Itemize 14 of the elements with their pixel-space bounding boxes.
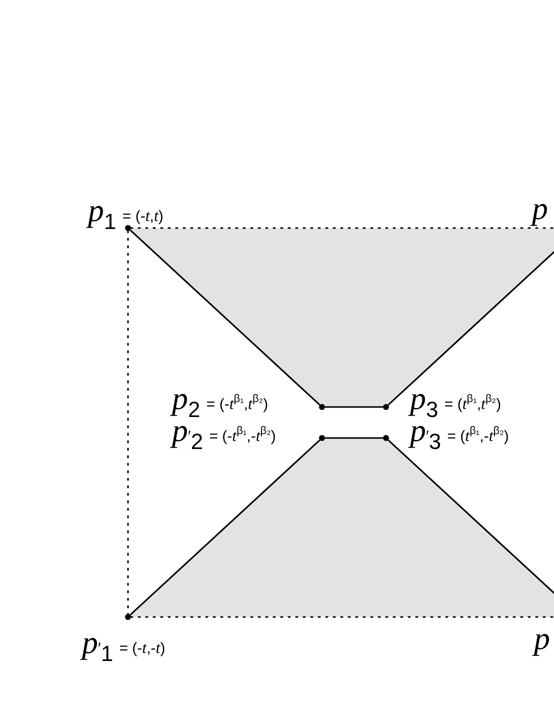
- point-marker: [319, 435, 325, 441]
- point-label: p$_{1}$ = (-t,t): [88, 194, 164, 236]
- point-marker: [125, 614, 131, 620]
- point-marker: [383, 435, 389, 441]
- point-label: p: [534, 622, 550, 658]
- point-label: p: [532, 192, 548, 228]
- line-segment: [325, 437, 383, 439]
- dotted-line: [127, 230, 129, 615]
- point-marker: [125, 225, 131, 231]
- line-segment: [130, 229, 320, 406]
- line-segment: [325, 406, 383, 408]
- dotted-line: [130, 616, 554, 618]
- dotted-line: [130, 227, 554, 229]
- line-segment: [130, 439, 320, 616]
